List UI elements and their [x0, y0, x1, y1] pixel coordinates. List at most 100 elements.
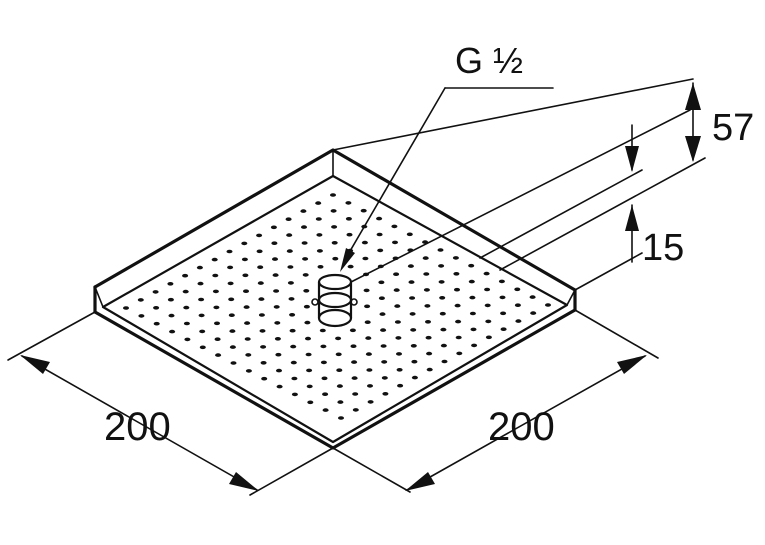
nozzle-hole — [470, 327, 477, 332]
dimleft-line — [21, 355, 258, 491]
nozzle-hole — [227, 265, 234, 270]
nozzle-hole — [381, 360, 388, 364]
nozzle-hole — [123, 306, 129, 310]
nozzle-hole — [226, 249, 233, 254]
nozzle-hole — [378, 280, 385, 285]
nozzle-hole — [288, 297, 295, 301]
nozzle-hole — [438, 280, 445, 284]
nozzle-hole — [230, 361, 237, 365]
nozzle-hole — [167, 282, 174, 286]
nozzle-hole — [271, 241, 278, 245]
nozzle-hole — [273, 289, 280, 293]
nozzle-hole — [336, 368, 343, 373]
nozzle-hole — [408, 280, 415, 284]
nozzle-hole — [485, 335, 492, 340]
nozzle-hole — [484, 287, 491, 292]
nozzle-hole — [332, 256, 339, 261]
nozzle-hole — [407, 264, 414, 268]
nozzle-hole — [381, 376, 388, 380]
nozzle-hole — [291, 392, 298, 397]
nozzle-hole — [346, 232, 353, 237]
nozzle-hole — [337, 400, 344, 404]
dimleft-arrow-a — [20, 355, 50, 374]
nozzle-hole — [452, 256, 459, 260]
nozzle-hole — [426, 367, 433, 372]
nozzle-hole — [305, 336, 311, 341]
nozzle-hole — [169, 329, 176, 334]
nozzle-hole — [258, 297, 265, 301]
ext-line-top — [332, 78, 694, 151]
nozzle-hole — [394, 304, 401, 308]
nozzle-hole — [393, 288, 400, 292]
nozzle-hole — [291, 376, 298, 381]
nozzle-hole — [215, 353, 222, 357]
dimright-ext-a — [574, 309, 659, 359]
nozzle-hole — [199, 345, 206, 350]
nozzle-hole — [530, 311, 537, 315]
nozzle-hole — [351, 376, 358, 380]
nozzle-hole — [393, 272, 400, 277]
dimension-width-right: 200 — [332, 309, 659, 493]
nozzle-hole — [258, 313, 265, 317]
connector-bottom-ring — [317, 308, 353, 328]
nozzle-hole — [396, 352, 402, 356]
nozzle-hole — [469, 311, 476, 316]
nozzle-hole — [423, 272, 430, 276]
dimright-arrow-b — [405, 472, 435, 491]
shower-plate — [93, 148, 577, 450]
thread-label: G ½ — [455, 40, 523, 81]
nozzle-hole — [257, 265, 264, 270]
nozzle-hole — [392, 240, 398, 245]
nozzle-hole — [285, 217, 292, 221]
nozzle-hole — [322, 392, 329, 397]
ext-line-plate-bottom — [499, 157, 706, 271]
nozzle-hole — [301, 225, 307, 229]
nozzle-hole — [320, 360, 327, 365]
nozzle-hole — [243, 305, 250, 309]
height-extension-lines — [332, 78, 706, 291]
nozzle-hole — [276, 384, 283, 389]
nozzle-hole — [256, 233, 263, 238]
nozzle-hole — [365, 352, 372, 356]
nozzle-hole — [241, 241, 248, 246]
nozzle-hole — [286, 249, 293, 253]
nozzle-hole — [439, 296, 446, 300]
nozzle-hole — [287, 281, 294, 285]
nozzle-hole — [168, 313, 175, 318]
nozzle-hole — [437, 248, 444, 252]
nozzle-hole — [330, 209, 337, 213]
nozzle-hole — [303, 304, 310, 309]
nozzle-hole — [469, 295, 476, 300]
nozzle-hole — [243, 289, 249, 294]
dimension-57: 57 — [685, 82, 754, 162]
nozzle-hole — [406, 232, 413, 237]
nozzle-hole — [345, 201, 352, 205]
nozzle-hole — [260, 345, 267, 349]
connector-bolt-right — [350, 298, 358, 306]
nozzle-hole — [349, 328, 356, 333]
nozzle-hole — [422, 256, 429, 260]
nozzle-hole — [352, 392, 359, 396]
nozzle-hole — [361, 240, 368, 245]
nozzle-hole — [306, 384, 313, 389]
nozzle-hole — [211, 257, 218, 262]
nozzle-hole — [409, 296, 416, 300]
nozzle-hole — [259, 329, 266, 333]
nozzle-hole — [366, 368, 373, 372]
nozzle-hole — [153, 306, 160, 310]
nozzle-hole — [471, 343, 478, 348]
nozzle-hole — [290, 360, 297, 365]
nozzle-hole — [229, 329, 236, 333]
nozzle-hole — [257, 281, 264, 285]
nozzle-hole — [303, 289, 310, 293]
nozzle-hole — [287, 265, 294, 269]
nozzle-hole — [345, 217, 352, 221]
nozzle-hole — [454, 287, 460, 292]
nozzle-hole — [367, 384, 373, 388]
nozzle-hole — [214, 337, 221, 342]
dim15-arrow-down — [625, 146, 639, 172]
nozzle-hole — [395, 336, 402, 340]
nozzle-hole — [242, 273, 249, 278]
nozzle-hole — [425, 320, 431, 324]
dimension-15: 15 — [625, 124, 684, 269]
